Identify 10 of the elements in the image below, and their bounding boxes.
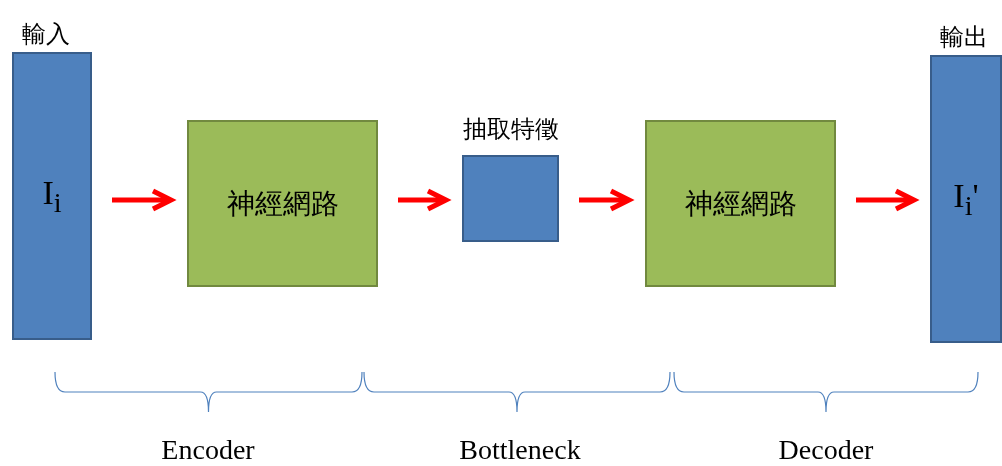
heading-text: 輸出 bbox=[940, 25, 988, 52]
section-label: Bottleneck bbox=[459, 434, 581, 466]
block-text: 神經網路 bbox=[684, 186, 797, 221]
heading-text: 輸入 bbox=[22, 22, 70, 49]
block-text: 神經網路 bbox=[226, 186, 339, 221]
section-label: Encoder bbox=[161, 434, 255, 466]
heading-text: 抽取特徵 bbox=[462, 117, 559, 144]
block-text: I$_{i}$' bbox=[953, 176, 979, 222]
section-label: Decoder bbox=[778, 434, 874, 466]
block-text: I$_{i}$ bbox=[42, 173, 62, 219]
